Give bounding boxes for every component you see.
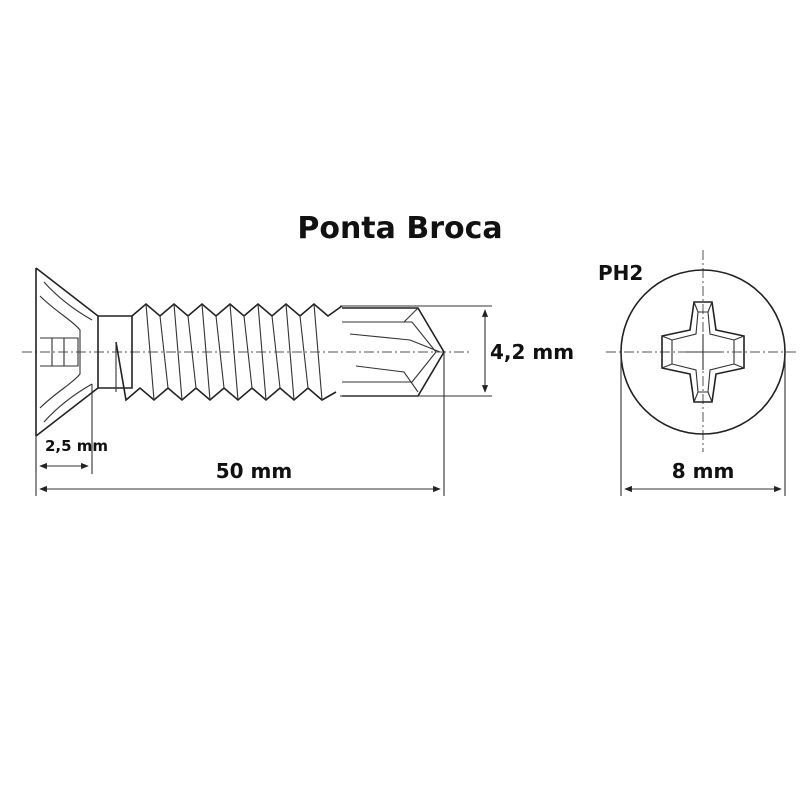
drill-tip [342, 307, 445, 397]
diagram-title: Ponta Broca [297, 211, 502, 246]
diameter-label: 4,2 mm [490, 340, 574, 364]
phillips-recess-icon [661, 301, 745, 403]
head-diameter-dimension: 8 mm [620, 356, 786, 496]
drive-label: PH2 [598, 261, 643, 285]
screw-head-top-view: PH2 8 mm [598, 250, 798, 496]
diameter-dimension: 4,2 mm [340, 305, 574, 397]
screw-head [35, 267, 99, 437]
head-circle [620, 269, 786, 435]
length-dimension: 50 mm [35, 352, 445, 496]
head-height-label: 2,5 mm [45, 437, 108, 455]
screw-shank [98, 315, 133, 389]
screw-threads [115, 302, 343, 402]
screw-side-view: 4,2 mm 2,5 mm 50 mm [22, 267, 574, 496]
length-label: 50 mm [216, 459, 292, 483]
head-diameter-label: 8 mm [672, 459, 735, 483]
